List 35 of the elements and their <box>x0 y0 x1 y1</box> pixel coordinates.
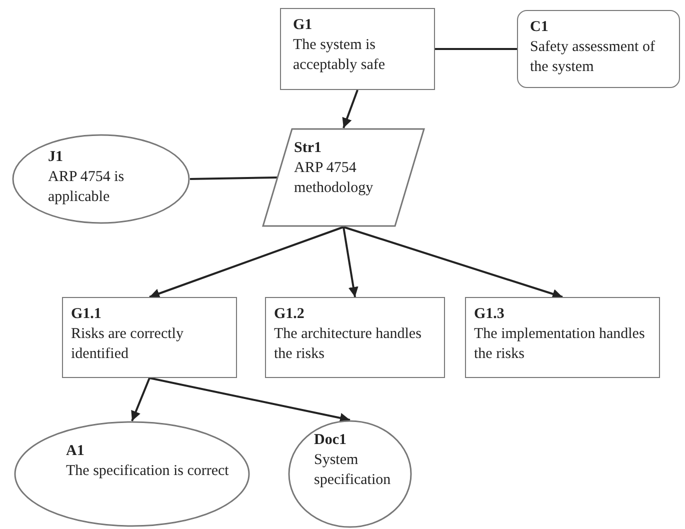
node-id: C1 <box>530 18 550 37</box>
ellipse-node <box>288 420 412 528</box>
node-id: J1 <box>48 148 64 167</box>
goal-box <box>265 297 445 378</box>
node-text: The system is acceptably safe <box>293 36 386 75</box>
node-id: Doc1 <box>314 431 348 450</box>
node-text: System specification <box>314 451 392 490</box>
node-text: ARP 4754 methodology <box>294 159 374 198</box>
connector-line <box>190 176 278 180</box>
node-id: G1.1 <box>71 305 102 324</box>
context-box <box>517 10 680 88</box>
node-id: A1 <box>66 442 86 461</box>
connector-line <box>435 48 517 50</box>
connector-line <box>149 377 350 423</box>
node-id: G1 <box>293 16 314 35</box>
goal-box <box>62 297 237 378</box>
ellipse-node <box>14 421 250 527</box>
node-text: The architecture handles the risks <box>274 325 422 364</box>
node-id: G1.2 <box>274 305 306 324</box>
ellipse-node <box>12 134 190 224</box>
node-id: G1.3 <box>474 305 506 324</box>
node-text: The implementation handles the risks <box>474 325 646 364</box>
connector-line <box>149 226 344 298</box>
connector-line <box>131 378 150 422</box>
connector-line <box>342 226 358 298</box>
node-text: ARP 4754 is applicable <box>48 168 126 207</box>
strategy-parallelogram <box>262 128 425 227</box>
node-text: Risks are correctly identified <box>71 325 184 364</box>
connector-line <box>342 90 358 128</box>
connector-line <box>343 226 563 299</box>
goal-box <box>465 297 660 378</box>
node-text: Safety assessment of the system <box>530 38 656 77</box>
goal-box <box>280 8 435 90</box>
node-id: Str1 <box>294 139 322 158</box>
node-text: The specification is correct <box>66 462 230 481</box>
